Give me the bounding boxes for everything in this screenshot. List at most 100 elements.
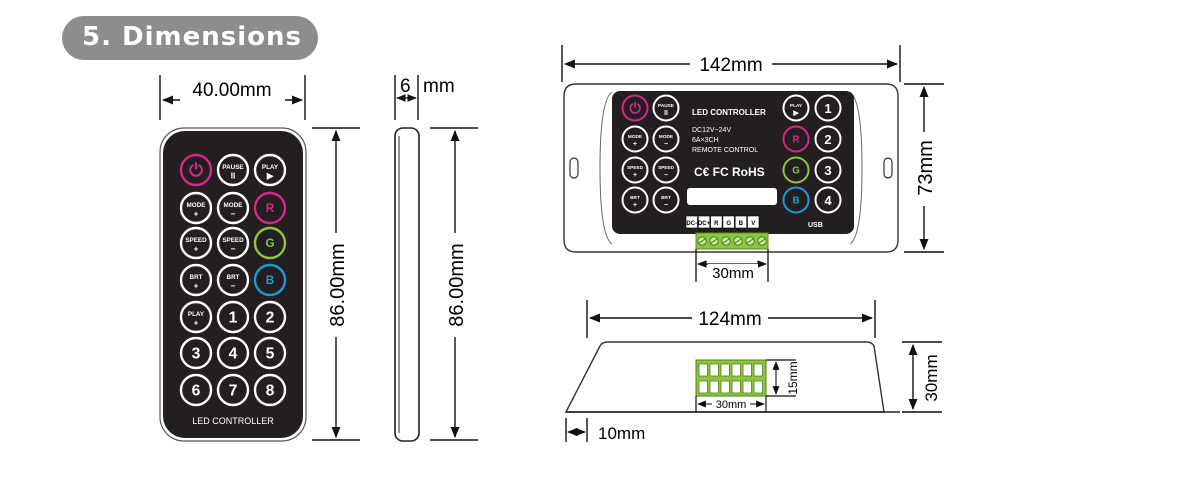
button-label: PLAY [188,311,205,318]
button-8[interactable]: 8 [253,373,287,407]
button-sub-label: + [194,318,199,327]
button-play-play[interactable]: PLAY▶ [782,94,810,122]
remote-button-grid: ⏻PAUSEIIPLAY▶MODE+MODE−RSPEED+SPEED−GBRT… [179,153,287,407]
section-title: 5. Dimensions [82,22,302,52]
button-3[interactable]: 3 [179,336,213,370]
button-power[interactable]: ⏻ [621,94,649,122]
button-label: MODE [628,134,642,140]
button-sub-label: + [194,244,199,253]
controller-usb-label: USB [808,222,823,229]
button-label: 7 [229,383,238,400]
button-label: 5 [266,346,275,363]
button-ring [216,263,250,297]
button-ring [179,226,213,260]
button-sub-label: ▶ [792,110,799,117]
button-brt-minus[interactable]: BRT− [216,263,250,297]
terminal-pin-box [697,215,711,229]
button-mode-minus[interactable]: MODE− [652,125,680,153]
button-g[interactable]: G [782,156,810,184]
controller-spec-remote: REMOTE CONTROL [692,147,758,154]
button-speed-minus[interactable]: SPEED− [216,226,250,260]
button-ring [621,94,649,122]
button-r[interactable]: R [253,191,287,225]
button-ring [253,336,287,370]
button-speed-plus[interactable]: SPEED+ [179,226,213,260]
button-sub-label: − [664,172,668,179]
button-ring [253,263,287,297]
remote-thickness-label: 6 [400,76,411,97]
side-terminal-cell [731,363,741,377]
button-brt-plus[interactable]: BRT+ [179,263,213,297]
button-label: B [792,196,799,207]
button-ring [814,94,842,122]
mount-slot-right [883,157,893,179]
button-sub-label: − [231,281,236,290]
button-label: R [792,135,799,146]
controller-panel-title: LED CONTROLLER [692,108,766,117]
button-ring [621,125,649,153]
button-label: 6 [192,383,201,400]
button-r[interactable]: R [782,125,810,153]
button-brt-minus[interactable]: BRT− [652,186,680,214]
terminal-pin-label: V [751,221,755,227]
button-ring [253,153,287,187]
controller-terminal-block [695,232,769,250]
button-2[interactable]: 2 [814,125,842,153]
controller-spec-current: 6A×3CH [692,137,719,144]
button-brt-plus[interactable]: BRT+ [621,186,649,214]
button-label: PAUSE [222,164,243,171]
button-5[interactable]: 5 [253,336,287,370]
button-6[interactable]: 6 [179,373,213,407]
button-mode-minus[interactable]: MODE− [216,191,250,225]
button-label: MODE [659,134,673,140]
button-1[interactable]: 1 [814,94,842,122]
button-mode-plus[interactable]: MODE+ [621,125,649,153]
button-4[interactable]: 4 [216,336,250,370]
power-icon: ⏻ [189,160,203,180]
button-power[interactable]: ⏻ [179,153,213,187]
button-b[interactable]: B [253,263,287,297]
button-b[interactable]: B [782,186,810,214]
button-ring [216,191,250,225]
button-ring [179,263,213,297]
button-sub-label: + [633,202,637,209]
button-ring [179,300,213,334]
button-play-plus[interactable]: PLAY+ [179,300,213,334]
terminal-pin-box [685,215,698,229]
side-terminal-cell [720,363,730,377]
button-ring [179,153,213,187]
button-3[interactable]: 3 [814,156,842,184]
side-terminal-cell [742,380,752,394]
button-mode-plus[interactable]: MODE+ [179,191,213,225]
button-g[interactable]: G [253,226,287,260]
button-label: PAUSE [658,103,674,109]
side-offset-label: 10mm [598,424,645,443]
terminal-pin-label: B [739,221,744,227]
button-speed-plus[interactable]: SPEED+ [621,156,649,184]
button-4[interactable]: 4 [814,186,842,214]
button-label: SPEED [222,237,244,244]
button-ring [179,336,213,370]
remote-width-label: 40.00mm [192,80,271,101]
button-label: BRT [227,274,240,281]
button-sub-label: − [664,202,668,209]
remote-side-height-label: 86.00mm [446,243,468,326]
button-play-play[interactable]: PLAY▶ [253,153,287,187]
terminal-pin-label: DC+ [698,221,711,227]
button-ring [216,226,250,260]
button-speed-minus[interactable]: SPEED− [652,156,680,184]
section-title-pill: 5. Dimensions [62,16,318,60]
button-1[interactable]: 1 [216,300,250,334]
button-ring [216,153,250,187]
controller-top-view: 142mm ⏻PAUSEIIMODE+MODE−SPEED+SPEED−BRT+… [561,45,944,282]
button-ring [621,186,649,214]
terminal-pin-box [734,215,748,229]
button-label: 2 [824,132,831,147]
button-2[interactable]: 2 [253,300,287,334]
button-7[interactable]: 7 [216,373,250,407]
remote-side-view: 6 mm 86.00mm [394,75,478,442]
